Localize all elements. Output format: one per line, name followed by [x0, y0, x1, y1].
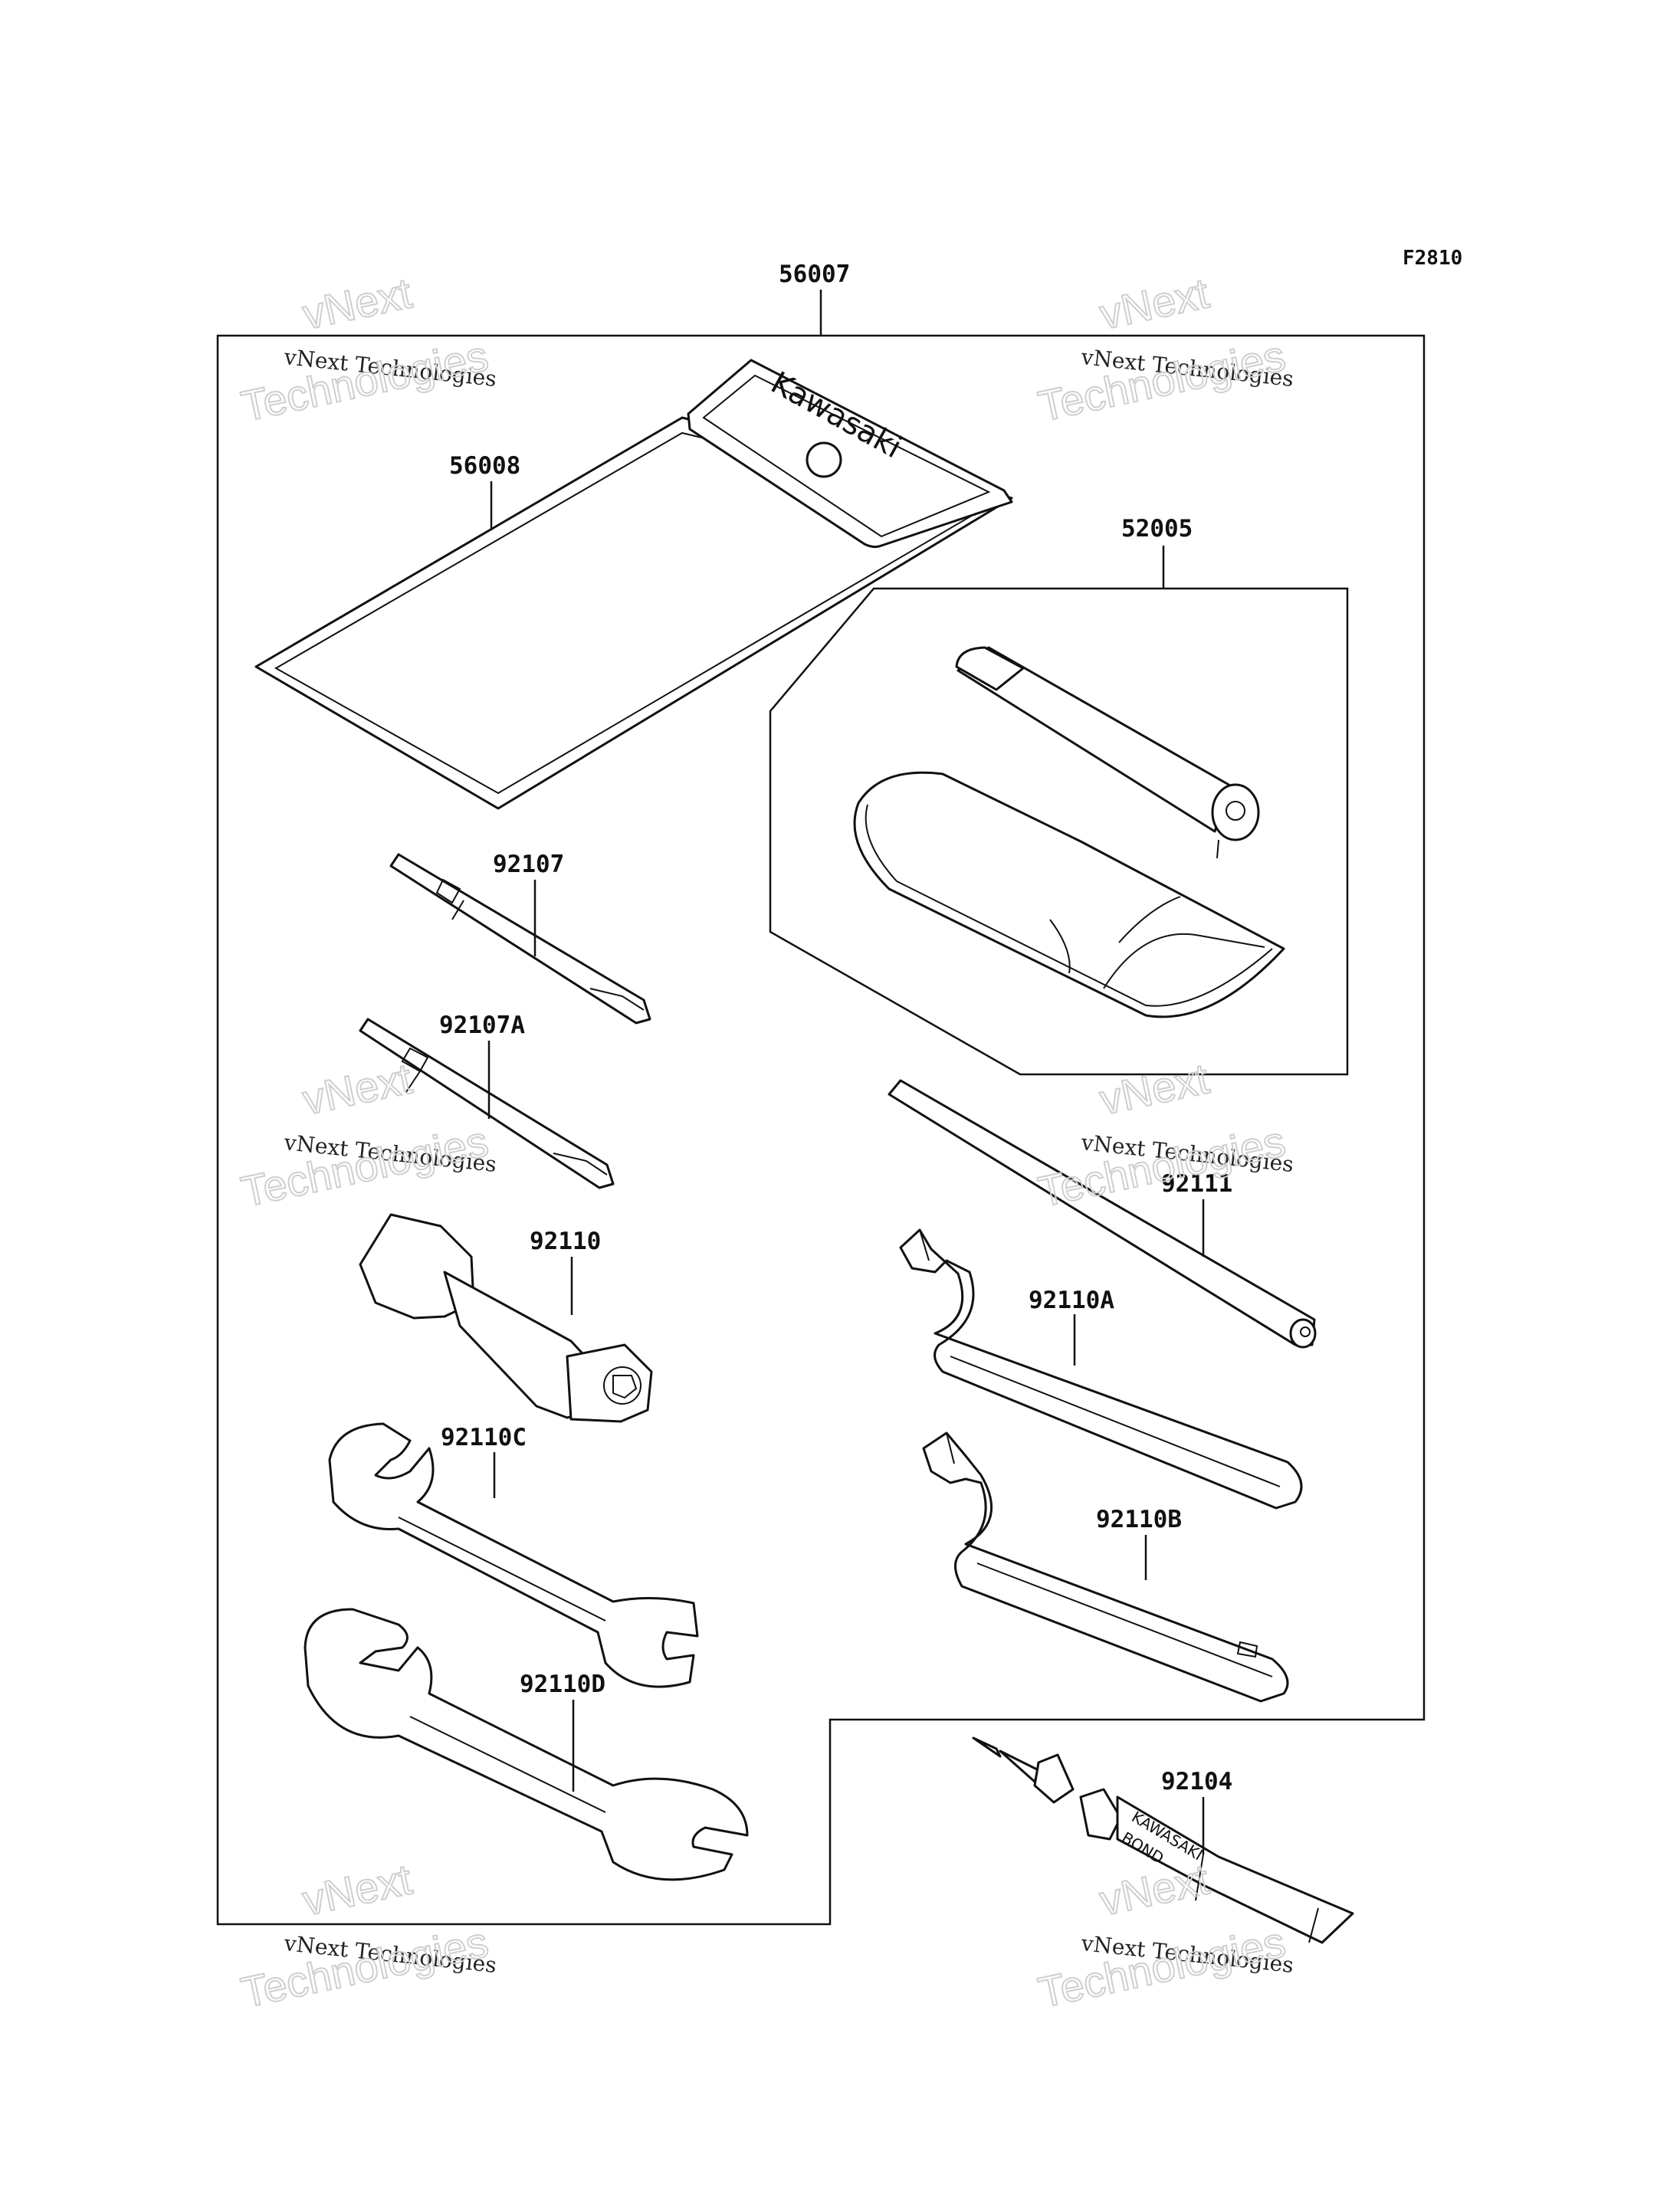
subkit-outline [769, 587, 1349, 1076]
label-92110B: 92110B [1096, 1506, 1182, 1533]
bond-tube-92104: KAWASAKI BOND [972, 1736, 1354, 1944]
svg-text:vNext: vNext [1095, 268, 1213, 338]
label-92111: 92111 [1161, 1170, 1232, 1198]
svg-text:Technologies: Technologies [1034, 1917, 1289, 2017]
kit-outline [216, 334, 1426, 1926]
tool-pouch: Kawasaki [254, 359, 1013, 810]
svg-text:vNext: vNext [298, 268, 416, 338]
watermark-2: vNext vNext Technologies Technologies [1033, 267, 1294, 431]
svg-text:vNext: vNext [1095, 1854, 1213, 1924]
svg-text:Technologies: Technologies [1034, 1117, 1289, 1216]
pump-tube [955, 646, 1260, 859]
label-92110: 92110 [530, 1228, 601, 1255]
open-wrench-92110D [304, 1608, 749, 1881]
hook-wrench-92110B [922, 1431, 1289, 1703]
svg-text:Technologies: Technologies [1034, 331, 1289, 431]
label-56007: 56007 [779, 261, 850, 288]
watermark-1: vNext vNext Technologies Technologies [236, 267, 497, 431]
svg-text:Technologies: Technologies [237, 1917, 492, 2017]
svg-text:vNext: vNext [298, 1054, 416, 1123]
label-92110A: 92110A [1029, 1287, 1114, 1314]
screwdriver-bit-92107 [389, 853, 651, 1025]
label-92110C: 92110C [441, 1424, 527, 1451]
label-56008: 56008 [449, 452, 520, 480]
hook-wrench-92110A [899, 1228, 1303, 1510]
extension-bar-92111 [888, 1079, 1317, 1349]
label-92104: 92104 [1161, 1768, 1232, 1795]
svg-text:vNext: vNext [298, 1854, 416, 1924]
tool-bag [853, 771, 1285, 1018]
box-wrench-92110 [359, 1213, 653, 1423]
figure-code: F2810 [1403, 247, 1462, 270]
label-92107: 92107 [493, 851, 564, 878]
svg-text:Technologies: Technologies [237, 1117, 492, 1216]
watermark-5: vNext vNext Technologies Technologies [236, 1854, 497, 2017]
label-92107A: 92107A [439, 1012, 525, 1039]
open-wrench-92110C [328, 1422, 699, 1688]
svg-text:vNext: vNext [1095, 1054, 1213, 1123]
screwdriver-bit-92107A [359, 1018, 615, 1189]
label-92110D: 92110D [520, 1671, 605, 1698]
label-52005: 52005 [1121, 515, 1193, 543]
svg-text:Technologies: Technologies [237, 331, 492, 431]
